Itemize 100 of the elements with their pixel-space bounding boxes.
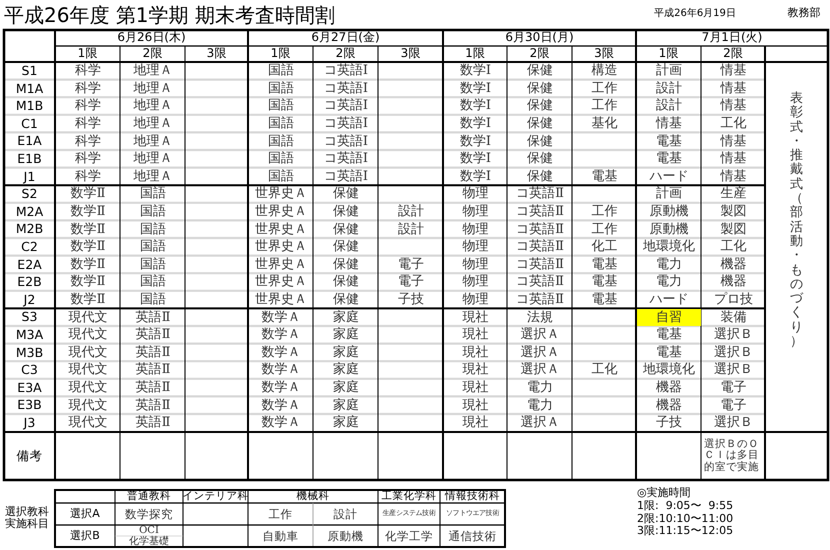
subject-name: 原動機	[648, 221, 690, 238]
subject-name: 数学Ⅱ	[70, 204, 106, 220]
subject-name: 設計	[655, 80, 683, 98]
date-header: 6月30日(月)	[504, 30, 575, 46]
subject-name: 選択Ｂ	[713, 327, 754, 344]
subject-name: 原動機	[326, 528, 364, 545]
ceremony-note: 表彰式・推戴式（部活動・ものづくり）	[790, 90, 803, 352]
subject-name: 数学Ａ	[260, 327, 302, 344]
subject-name: 国語	[267, 63, 295, 80]
subject-name: 科学	[74, 116, 102, 132]
subject-name: 現社	[462, 344, 490, 362]
subject-name: 地理Ａ	[132, 98, 174, 115]
subject-name: 現代文	[68, 362, 108, 379]
subject-name: 国語	[267, 168, 295, 186]
class-name: M1B	[14, 97, 44, 115]
subject-name: 化工	[590, 239, 618, 256]
page-title: 平成26年度 第1学期 期末考査時間割	[4, 2, 335, 28]
subject-name: 保健	[332, 256, 360, 274]
subject-name: 英語Ⅱ	[134, 362, 172, 379]
subject-name: 保健	[332, 274, 360, 291]
subject-name: 英語Ⅱ	[134, 309, 172, 326]
subject-name: 設計	[397, 204, 425, 220]
subject-name: 現社	[462, 397, 490, 414]
subject-name: 家庭	[332, 327, 360, 344]
subject-name: 数学探究	[124, 506, 174, 523]
subject-name: 保健	[332, 221, 360, 238]
subject-name: 通信技術	[448, 528, 498, 545]
subject-name: 原動機	[648, 204, 690, 220]
row-header: 選択B	[69, 528, 101, 544]
subject-name: コ英語Ⅰ	[322, 63, 370, 80]
subject-name: 機器	[655, 397, 683, 414]
subject-name: 選択Ｂ	[713, 415, 754, 432]
period-header: 1限	[76, 46, 98, 62]
subject-name: 科学	[74, 168, 102, 186]
subject-name: 保健	[526, 133, 554, 150]
subject-name: 数学Ⅱ	[70, 221, 106, 238]
date-header: 6月27日(金)	[310, 30, 381, 46]
subject-name: 機器	[720, 274, 748, 291]
subject-name: 機器	[720, 256, 748, 274]
subject-name: 現社	[462, 415, 490, 432]
subject-name: コ英語Ⅱ	[515, 204, 565, 220]
subject-name: 保健	[332, 204, 360, 220]
subject-name: 子技	[655, 415, 683, 432]
subject-name: 電子	[397, 256, 425, 274]
subject-name: 保健	[332, 292, 360, 308]
subject-name: 数学Ａ	[260, 380, 302, 396]
class-name: C3	[20, 361, 39, 379]
subject-name: 現代文	[68, 415, 108, 432]
subject-name: 工化	[720, 239, 748, 256]
subject-name: 国語	[139, 274, 167, 291]
subject-name: 数学Ⅰ	[458, 116, 492, 132]
subject-name: コ英語Ⅰ	[322, 133, 370, 150]
subject-name: 装備	[720, 309, 748, 326]
subject-name: 英語Ⅱ	[134, 415, 172, 432]
class-name: S1	[20, 62, 38, 80]
class-name: E3B	[16, 396, 43, 414]
subject-name: 科学	[74, 80, 102, 98]
subject-name: 化学基礎	[128, 536, 170, 547]
subject-area-header: 情報技術科	[444, 490, 501, 503]
subject-area-header: 工業化学科	[380, 490, 438, 503]
subject-name: 英語Ⅱ	[134, 327, 172, 344]
subject-name: 数学Ⅰ	[458, 151, 492, 168]
issue-date: 平成26年6月19日	[653, 6, 737, 20]
remarks-header: 備考	[16, 447, 44, 466]
subject-name: 数学Ⅰ	[458, 80, 492, 98]
subject-name: 生産	[720, 186, 748, 203]
subject-name: 家庭	[332, 415, 360, 432]
subject-name: 科学	[74, 151, 102, 168]
subject-name: 英語Ⅱ	[134, 397, 172, 414]
timing-line: 1限: 9:05〜 9:55	[637, 500, 734, 512]
subject-name: コ英語Ⅰ	[322, 151, 370, 168]
subject-name: 選択Ｂ	[713, 344, 754, 362]
subject-name: 電基	[590, 292, 618, 308]
class-name: J2	[22, 290, 36, 308]
subject-name: 地理Ａ	[132, 168, 174, 186]
subject-name: 数学Ⅰ	[458, 63, 492, 80]
subject-name: 設計	[332, 506, 358, 523]
subject-name: 機器	[655, 380, 683, 396]
subject-name: 科学	[74, 98, 102, 115]
subject-name: 化学工学	[384, 528, 434, 545]
subject-name: 家庭	[332, 309, 360, 326]
subject-name: 製図	[720, 204, 748, 220]
subject-name: 地環境化	[642, 362, 696, 379]
subject-name: 物理	[462, 204, 490, 220]
subject-name: 数学Ａ	[260, 415, 302, 432]
subject-name: 数学Ａ	[260, 362, 302, 379]
subject-name: 現社	[462, 362, 490, 379]
subject-name: 現代文	[68, 344, 108, 362]
row-header: 選択A	[69, 506, 101, 522]
subject-name: 国語	[139, 221, 167, 238]
period-header: 2限	[142, 46, 164, 62]
subject-name: 電基	[590, 274, 618, 291]
remarks-note: 選択ＢのＯＣＩは多目的室で実施	[703, 436, 760, 475]
subject-name: 地環境化	[642, 239, 696, 256]
class-name: M1A	[14, 80, 44, 98]
subject-name: 保健	[526, 63, 554, 80]
subject-name: 国語	[139, 239, 167, 256]
subject-name: 工化	[720, 116, 748, 132]
class-name: J1	[22, 168, 36, 186]
subject-name: ハード	[648, 292, 690, 308]
